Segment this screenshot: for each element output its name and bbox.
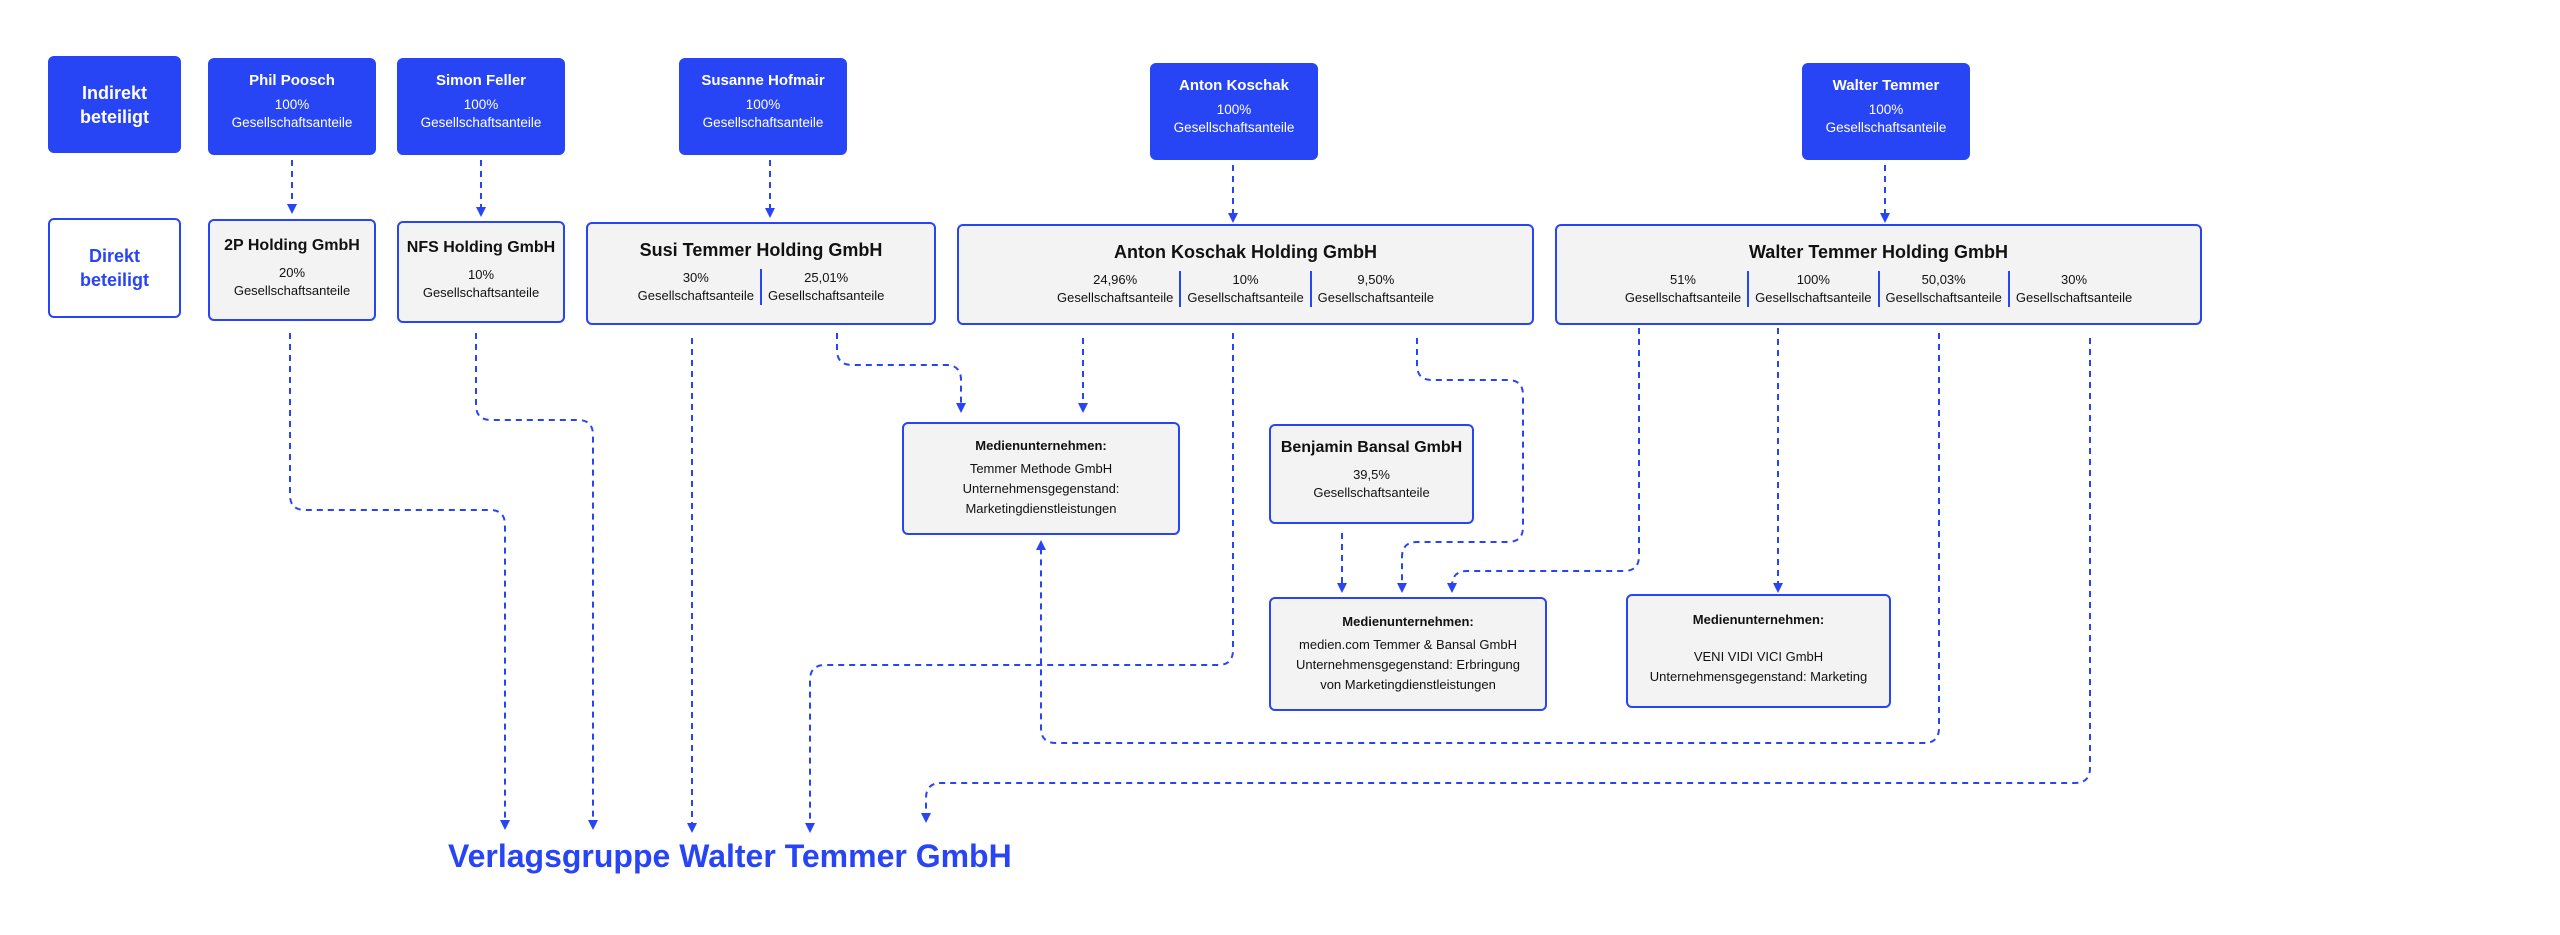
media-company: VENI VIDI VICI GmbH: [1693, 649, 1824, 664]
media-veni-vidi-vici: Medienunternehmen: VENI VIDI VICI GmbH U…: [1626, 594, 1891, 708]
arrow-walter51-medien: [1447, 328, 1640, 593]
share-cell: 51% Gesellschaftsanteile: [1619, 271, 1747, 307]
media-purpose: Unternehmensgegenstand:: [962, 481, 1120, 496]
legend-indirect-label: Indirekt beteiligt: [79, 82, 149, 127]
share-cell: 10% Gesellschaftsanteile: [1179, 271, 1309, 307]
person-share: 100%: [463, 97, 499, 112]
holding-anton-koschak: Anton Koschak Holding GmbH 24,96% Gesells…: [957, 224, 1534, 325]
share-desc: Gesellschaftsanteile: [2015, 290, 2133, 305]
holding-nfs: NFS Holding GmbH 10% Gesellschaftsanteil…: [397, 221, 565, 323]
share-desc: Gesellschaftsanteile: [1187, 290, 1304, 305]
company-share: 39,5%: [1353, 467, 1390, 482]
person-anton-koschak: Anton Koschak 100% Gesellschaftsanteile: [1150, 63, 1318, 160]
share-value: 25,01%: [804, 270, 849, 285]
company-benjamin-bansal: Benjamin Bansal GmbH 39,5% Gesellschafts…: [1269, 424, 1474, 524]
person-share-desc: Gesellschaftsanteile: [702, 115, 824, 130]
share-value: 100%: [1796, 272, 1830, 287]
person-name: Anton Koschak: [1178, 77, 1289, 94]
person-share: 100%: [274, 97, 310, 112]
share-value: 9,50%: [1357, 272, 1395, 287]
company-share-desc: Gesellschaftsanteile: [1313, 485, 1430, 500]
holding-name: Walter Temmer Holding GmbH: [1748, 242, 2009, 262]
media-purpose: Unternehmensgegenstand: Erbringung: [1295, 657, 1521, 672]
person-name: Simon Feller: [435, 72, 527, 89]
holding-2p: 2P Holding GmbH 20% Gesellschaftsanteile: [208, 219, 376, 321]
person-share-desc: Gesellschaftsanteile: [420, 115, 542, 130]
holding-shares: 24,96% Gesellschaftsanteile 10% Gesellscha…: [959, 271, 1532, 307]
arrow-susi25-methode: [836, 333, 966, 413]
share-cell: 30% Gesellschaftsanteile: [632, 269, 760, 305]
holding-share: 10%: [467, 267, 495, 282]
holding-name: Anton Koschak Holding GmbH: [1114, 242, 1377, 262]
media-purpose: Unternehmensgegenstand: Marketing: [1649, 669, 1868, 684]
arrow-2p-verlag: [289, 333, 510, 830]
holding-share-desc: Gesellschaftsanteile: [233, 283, 351, 298]
holding-name: 2P Holding GmbH: [224, 237, 360, 254]
share-cell: 100% Gesellschaftsanteile: [1747, 271, 1877, 307]
media-heading: Medienunternehmen:: [1342, 614, 1474, 629]
share-desc: Gesellschaftsanteile: [768, 288, 885, 303]
share-cell: 25,01% Gesellschaftsanteile: [760, 269, 890, 305]
media-company: Temmer Methode GmbH: [969, 461, 1113, 476]
share-cell: 50,03% Gesellschaftsanteile: [1877, 271, 2008, 307]
holding-walter-temmer: Walter Temmer Holding GmbH 51% Gesellscha…: [1555, 224, 2202, 325]
share-value: 51%: [1669, 272, 1696, 287]
holding-shares: 51% Gesellschaftsanteile 100% Gesellschaft…: [1557, 271, 2200, 307]
person-share: 100%: [1868, 102, 1904, 117]
person-name: Phil Poosch: [249, 72, 335, 89]
share-desc: Gesellschaftsanteile: [1755, 290, 1872, 305]
share-cell: 9,50% Gesellschaftsanteile: [1309, 271, 1440, 307]
share-desc: Gesellschaftsanteile: [1885, 290, 2002, 305]
media-heading: Medienunternehmen:: [1692, 612, 1825, 627]
share-desc: Gesellschaftsanteile: [1317, 290, 1435, 305]
arrow-walter50-methode: [1036, 333, 1940, 744]
person-simon-feller: Simon Feller 100% Gesellschaftsanteile: [397, 58, 565, 155]
person-susanne-hofmair: Susanne Hofmair 100% Gesellschaftsanteil…: [679, 58, 847, 155]
legend-direct-label: Direkt beteiligt: [79, 246, 149, 290]
person-share: 100%: [1216, 102, 1252, 117]
share-desc: Gesellschaftsanteile: [637, 288, 754, 303]
person-name: Walter Temmer: [1832, 77, 1940, 94]
share-value: 50,03%: [1921, 272, 1966, 287]
holding-share-desc: Gesellschaftsanteile: [422, 285, 540, 300]
person-name: Susanne Hofmair: [701, 72, 825, 89]
person-phil-poosch: Phil Poosch 100% Gesellschaftsanteile: [208, 58, 376, 155]
share-value: 30%: [682, 270, 709, 285]
share-desc: Gesellschaftsanteile: [1056, 290, 1174, 305]
share-cell: 24,96% Gesellschaftsanteile: [1051, 271, 1179, 307]
media-heading: Medienunternehmen:: [975, 438, 1107, 453]
share-cell: 30% Gesellschaftsanteile: [2007, 271, 2138, 307]
person-share: 100%: [745, 97, 781, 112]
holding-name: NFS Holding GmbH: [406, 239, 556, 256]
page-title: Verlagsgruppe Walter Temmer GmbH: [448, 838, 1012, 874]
media-purpose-cont: von Marketingdienstleistungen: [1320, 677, 1496, 692]
holding-share: 20%: [278, 265, 306, 280]
media-medien-com: Medienunternehmen: medien.com Temmer & B…: [1269, 597, 1547, 711]
arrow-walter30-verlag: [921, 338, 2091, 823]
company-name: Benjamin Bansal GmbH: [1280, 439, 1463, 456]
arrow-anton10-verlag: [805, 333, 1234, 833]
share-value: 30%: [2061, 272, 2088, 287]
holding-name: Susi Temmer Holding GmbH: [639, 240, 883, 260]
holding-susi-temmer: Susi Temmer Holding GmbH 30% Gesellschaft…: [586, 222, 936, 325]
person-share-desc: Gesellschaftsanteile: [231, 115, 353, 130]
media-purpose-cont: Marketingdienstleistungen: [965, 501, 1117, 516]
person-share-desc: Gesellschaftsanteile: [1173, 120, 1295, 135]
media-temmer-methode: Medienunternehmen: Temmer Methode GmbH U…: [902, 422, 1180, 535]
share-desc: Gesellschaftsanteile: [1624, 290, 1742, 305]
legend-indirect: Indirekt beteiligt: [48, 56, 181, 153]
share-value: 10%: [1232, 272, 1259, 287]
holding-shares: 30% Gesellschaftsanteile 25,01% Gesellscha…: [588, 269, 934, 305]
person-share-desc: Gesellschaftsanteile: [1825, 120, 1947, 135]
legend-direct: Direkt beteiligt: [48, 218, 181, 318]
media-company: medien.com Temmer & Bansal GmbH: [1299, 637, 1517, 652]
person-walter-temmer: Walter Temmer 100% Gesellschaftsanteile: [1802, 63, 1970, 160]
share-value: 24,96%: [1093, 272, 1138, 287]
arrow-nfs-verlag: [475, 333, 598, 830]
